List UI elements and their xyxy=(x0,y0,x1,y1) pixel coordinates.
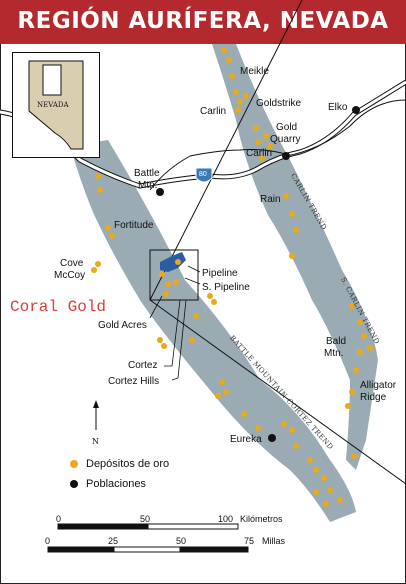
label-goldstrike: Goldstrike xyxy=(256,98,302,109)
label-battle-mtn-1: Battle xyxy=(134,168,160,179)
label-gold-quarry-2: Quarry xyxy=(270,134,301,145)
label-rain: Rain xyxy=(260,194,281,205)
legend-towns: Poblaciones xyxy=(86,478,146,490)
nevada-inset: NEVADA xyxy=(12,52,100,158)
scale-mi-50: 50 xyxy=(176,536,187,546)
label-carlin-town: Carlin xyxy=(246,148,273,159)
legend-town-dot xyxy=(70,480,78,488)
scale-bar xyxy=(47,523,249,553)
label-cove-1: Cove xyxy=(60,258,84,269)
pipeline-locator-box xyxy=(149,249,199,301)
label-fortitude: Fortitude xyxy=(114,220,154,231)
scale-mi-25: 25 xyxy=(108,536,119,546)
label-gold-acres: Gold Acres xyxy=(98,320,147,331)
inset-label: NEVADA xyxy=(37,101,69,109)
towns xyxy=(156,106,360,442)
highway-number: 80 xyxy=(199,171,207,178)
label-elko: Elko xyxy=(328,102,348,113)
scale-km-100: 100 xyxy=(218,514,234,524)
scale-mi-unit: Millas xyxy=(262,536,286,546)
label-cortez: Cortez xyxy=(128,360,158,371)
pipeline-pit xyxy=(160,252,186,272)
label-alligator-2: Ridge xyxy=(360,392,387,403)
highway-shield xyxy=(195,167,213,183)
scale-mi-75: 75 xyxy=(244,536,255,546)
title-bar: REGIÓN AURÍFERA, NEVADA xyxy=(0,0,406,44)
label-s-pipeline: S. Pipeline xyxy=(202,282,250,293)
label-battle-mtn-2: Mtn. xyxy=(138,180,158,191)
secondary-road xyxy=(149,149,287,191)
label-bald-2: Mtn. xyxy=(324,348,344,359)
map-title: REGIÓN AURÍFERA, NEVADA xyxy=(17,8,389,34)
label-pipeline: Pipeline xyxy=(202,268,238,279)
scale-km-0: 0 xyxy=(56,514,62,524)
label-alligator-1: Alligator xyxy=(360,380,397,391)
legend-deposits: Depósitos de oro xyxy=(86,458,170,470)
section-line-se xyxy=(149,299,406,485)
gold-deposits xyxy=(89,47,373,507)
scale-km-50: 50 xyxy=(140,514,151,524)
legend-deposit-dot xyxy=(70,460,78,468)
label-gold-quarry-1: Gold xyxy=(276,122,298,133)
coral-gold-label: Coral Gold xyxy=(10,298,107,316)
scale-mi-0: 0 xyxy=(45,536,51,546)
label-eureka: Eureka xyxy=(230,434,262,445)
label-carlin-north: Carlin xyxy=(200,106,227,117)
label-cove-2: McCoy xyxy=(54,270,86,281)
label-meikle: Meikle xyxy=(240,66,269,77)
north-label: N xyxy=(92,437,99,446)
scale-km-unit: Kilómetros xyxy=(240,514,283,524)
label-cortez-hills: Cortez Hills xyxy=(108,376,160,387)
carlin-trend-band xyxy=(212,44,378,470)
label-bald-1: Bald xyxy=(326,336,347,347)
